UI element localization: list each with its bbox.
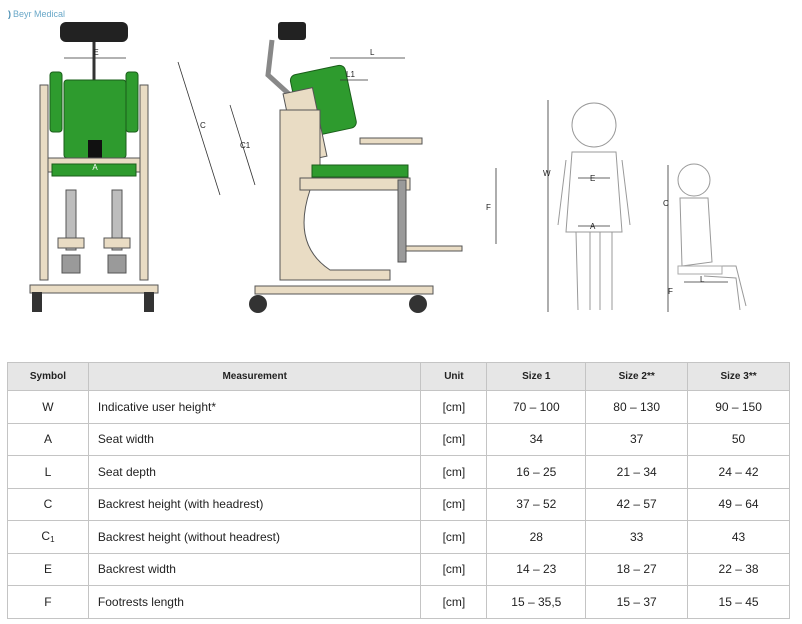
size-1-cell: 16 – 25 <box>486 455 587 489</box>
chair-side-view: C C1 L L1 F <box>177 22 497 313</box>
header-size-1: Size 1 <box>486 362 587 391</box>
symbol-cell: C1 <box>7 520 89 554</box>
unit-cell: [cm] <box>420 520 488 554</box>
symbol-cell: E <box>7 552 89 586</box>
size-3-cell: 22 – 38 <box>687 552 790 586</box>
child-label-l: L <box>700 275 705 284</box>
unit-cell: [cm] <box>420 585 488 619</box>
table-row: A Seat width [cm] 34 37 50 <box>7 422 790 456</box>
unit-cell: [cm] <box>420 487 488 521</box>
dim-label-l: L <box>370 48 375 57</box>
dim-label-a: A <box>92 163 98 172</box>
measurement-cell: Backrest height (without headrest) <box>87 520 422 554</box>
table-row: L Seat depth [cm] 16 – 25 21 – 34 24 – 4… <box>7 455 790 489</box>
size-table: Symbol Measurement Unit Size 1 Size 2** … <box>7 362 790 619</box>
table-row: W Indicative user height* [cm] 70 – 100 … <box>7 390 790 424</box>
size-1-cell: 37 – 52 <box>486 487 587 521</box>
symbol-cell: C <box>7 487 89 521</box>
measurement-cell: Indicative user height* <box>87 390 422 424</box>
measurement-cell: Seat width <box>87 422 422 456</box>
size-3-cell: 43 <box>687 520 790 554</box>
header-size-2: Size 2** <box>585 362 689 391</box>
measurement-cell: Backrest width <box>87 552 422 586</box>
child-standing-figure <box>547 100 631 312</box>
size-2-cell: 42 – 57 <box>585 487 689 521</box>
dim-label-c1: C1 <box>240 141 251 150</box>
chair-front-view: E A <box>29 22 159 312</box>
unit-cell: [cm] <box>420 422 488 456</box>
size-1-cell: 15 – 35,5 <box>486 585 587 619</box>
unit-cell: [cm] <box>420 455 488 489</box>
symbol-cell: L <box>7 455 89 489</box>
symbol-subscript: 1 <box>50 535 55 545</box>
measurement-cell: Footrests length <box>87 585 422 619</box>
size-1-cell: 70 – 100 <box>486 390 587 424</box>
dim-label-f: F <box>486 203 491 212</box>
dim-label-e: E <box>93 48 98 57</box>
unit-cell: [cm] <box>420 552 488 586</box>
size-1-cell: 28 <box>486 520 587 554</box>
header-size-3: Size 3** <box>687 362 790 391</box>
size-2-cell: 18 – 27 <box>585 552 689 586</box>
symbol-base: C <box>41 529 51 544</box>
dim-label-l1: L1 <box>346 70 355 79</box>
child-label-c: C <box>663 199 669 208</box>
brand-mark-icon: ) <box>8 9 11 19</box>
header-measurement: Measurement <box>87 362 422 391</box>
size-3-cell: 15 – 45 <box>687 585 790 619</box>
product-illustration: E A C C1 L L1 F <box>29 22 747 313</box>
measurement-cell: Backrest height (with headrest) <box>87 487 422 521</box>
size-2-cell: 15 – 37 <box>585 585 689 619</box>
measurement-cell: Seat depth <box>87 455 422 489</box>
size-2-cell: 21 – 34 <box>585 455 689 489</box>
symbol-cell: F <box>7 585 89 619</box>
brand-logo: )Beyr Medical <box>8 9 65 19</box>
size-3-cell: 49 – 64 <box>687 487 790 521</box>
header-symbol: Symbol <box>7 362 89 391</box>
size-3-cell: 24 – 42 <box>687 455 790 489</box>
table-row: E Backrest width [cm] 14 – 23 18 – 27 22… <box>7 552 790 586</box>
size-1-cell: 34 <box>486 422 587 456</box>
size-2-cell: 37 <box>585 422 689 456</box>
size-1-cell: 14 – 23 <box>486 552 587 586</box>
child-label-e: E <box>590 174 595 183</box>
table-row: C Backrest height (with headrest) [cm] 3… <box>7 487 790 521</box>
size-3-cell: 90 – 150 <box>687 390 790 424</box>
size-3-cell: 50 <box>687 422 790 456</box>
child-sitting-figure <box>667 163 747 312</box>
table-row: F Footrests length [cm] 15 – 35,5 15 – 3… <box>7 585 790 619</box>
size-2-cell: 80 – 130 <box>585 390 689 424</box>
unit-cell: [cm] <box>420 390 488 424</box>
symbol-cell: W <box>7 390 89 424</box>
symbol-cell: A <box>7 422 89 456</box>
table-row: C1 Backrest height (without headrest) [c… <box>7 520 790 554</box>
header-unit: Unit <box>420 362 488 391</box>
child-label-a: A <box>590 222 596 231</box>
table-header-row: Symbol Measurement Unit Size 1 Size 2** … <box>7 362 790 391</box>
dim-label-c: C <box>200 121 206 130</box>
child-label-f: F <box>668 287 673 296</box>
child-label-w: W <box>543 169 551 178</box>
size-2-cell: 33 <box>585 520 689 554</box>
brand-name: Beyr Medical <box>13 9 66 19</box>
